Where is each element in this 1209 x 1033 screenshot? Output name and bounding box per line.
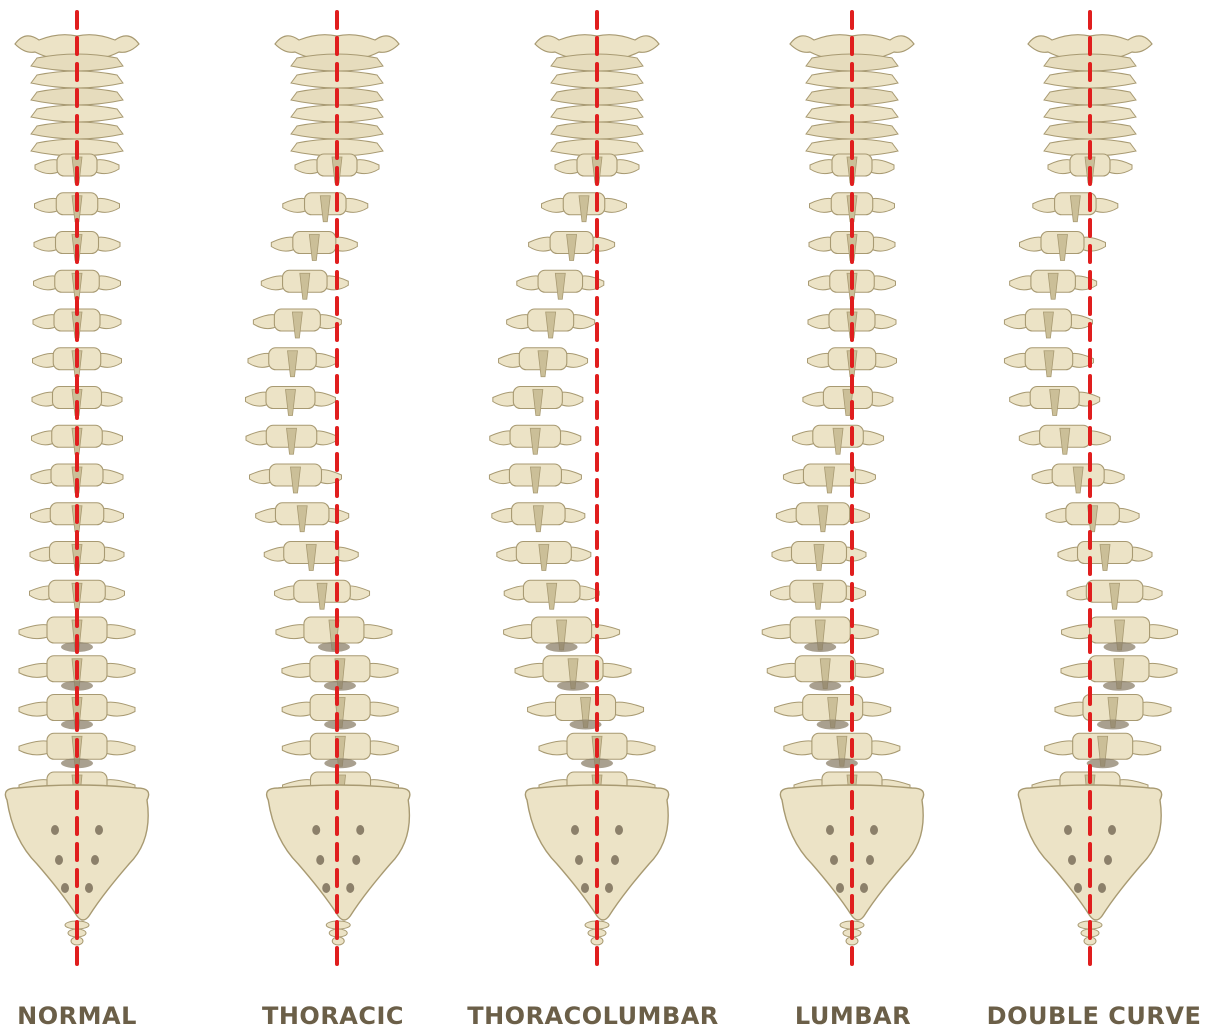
- intervertebral-gap: [318, 642, 350, 652]
- sacral-foramen: [95, 825, 103, 835]
- spinous-process: [285, 390, 295, 416]
- spinous-process: [824, 467, 834, 493]
- spinous-process: [539, 545, 549, 571]
- spinous-process: [579, 196, 589, 222]
- spinous-process: [320, 196, 330, 222]
- sacral-foramen: [1104, 855, 1112, 865]
- sacral-foramen: [55, 855, 63, 865]
- spinous-process: [533, 506, 543, 532]
- sacral-foramen: [605, 883, 613, 893]
- sacral-foramen: [866, 855, 874, 865]
- sacral-foramen: [316, 855, 324, 865]
- sacral-foramen: [615, 825, 623, 835]
- label-double-curve: DOUBLE CURVE: [987, 1002, 1202, 1032]
- spinous-process: [538, 351, 548, 377]
- spinous-process: [292, 312, 302, 338]
- intervertebral-gap: [557, 681, 589, 691]
- spinous-process: [1043, 312, 1053, 338]
- spinous-process: [317, 583, 327, 609]
- sacral-foramen: [1074, 883, 1082, 893]
- spinous-process: [818, 506, 828, 532]
- spinous-process: [290, 467, 300, 493]
- sacral-foramen: [356, 825, 364, 835]
- spinous-process: [300, 273, 310, 299]
- sacral-foramen: [870, 825, 878, 835]
- sacral-foramen: [312, 825, 320, 835]
- spinous-process: [309, 235, 319, 261]
- sacral-foramen: [61, 883, 69, 893]
- sacral-foramen: [826, 825, 834, 835]
- spine-thoracolumbar: [489, 12, 668, 970]
- spinous-process: [1110, 583, 1120, 609]
- spine-double-curve: [1004, 12, 1177, 970]
- label-normal: NORMAL: [17, 1002, 137, 1032]
- spinous-process: [547, 583, 557, 609]
- label-thoracic: THORACIC: [262, 1002, 404, 1032]
- spinous-process: [297, 506, 307, 532]
- spinous-process: [1100, 545, 1110, 571]
- label-thoracolumbar: THORACOLUMBAR: [467, 1002, 719, 1032]
- spinous-process: [530, 467, 540, 493]
- intervertebral-gap: [324, 720, 356, 730]
- spinous-process: [1060, 428, 1070, 454]
- intervertebral-gap: [1104, 642, 1136, 652]
- spinous-process: [555, 273, 565, 299]
- sacral-foramen: [51, 825, 59, 835]
- sacral-foramen: [581, 883, 589, 893]
- spinous-process: [567, 235, 577, 261]
- sacral-foramen: [322, 883, 330, 893]
- intervertebral-gap: [324, 681, 356, 691]
- spinous-process: [530, 428, 540, 454]
- spine-lumbar: [762, 12, 923, 970]
- spinous-process: [833, 428, 843, 454]
- intervertebral-gap: [546, 642, 578, 652]
- spinous-process: [1048, 273, 1058, 299]
- sacral-foramen: [571, 825, 579, 835]
- spinous-process: [1057, 235, 1067, 261]
- intervertebral-gap: [804, 642, 836, 652]
- sacral-foramen: [1064, 825, 1072, 835]
- intervertebral-gap: [809, 681, 841, 691]
- spinous-process: [1070, 196, 1080, 222]
- sacral-foramen: [85, 883, 93, 893]
- spinous-process: [814, 545, 824, 571]
- sacral-foramen: [830, 855, 838, 865]
- sacral-foramen: [575, 855, 583, 865]
- intervertebral-gap: [324, 758, 356, 768]
- sacral-foramen: [611, 855, 619, 865]
- spinous-process: [813, 583, 823, 609]
- spinous-process: [1073, 467, 1083, 493]
- spinous-process: [1044, 351, 1054, 377]
- spine-thoracic: [245, 12, 409, 970]
- spinous-process: [533, 390, 543, 416]
- spinous-process: [287, 351, 297, 377]
- sacral-foramen: [1098, 883, 1106, 893]
- sacral-foramen: [352, 855, 360, 865]
- spinous-process: [546, 312, 556, 338]
- sacral-foramen: [1068, 855, 1076, 865]
- spine-normal: [5, 12, 148, 970]
- sacral-foramen: [346, 883, 354, 893]
- spinous-process: [306, 545, 316, 571]
- sacral-foramen: [836, 883, 844, 893]
- sacral-foramen: [1108, 825, 1116, 835]
- label-lumbar: LUMBAR: [795, 1002, 911, 1032]
- sacral-foramen: [91, 855, 99, 865]
- intervertebral-gap: [1097, 720, 1129, 730]
- sacral-foramen: [860, 883, 868, 893]
- intervertebral-gap: [817, 720, 849, 730]
- spinous-process: [287, 428, 297, 454]
- intervertebral-gap: [1103, 681, 1135, 691]
- spinous-process: [1050, 390, 1060, 416]
